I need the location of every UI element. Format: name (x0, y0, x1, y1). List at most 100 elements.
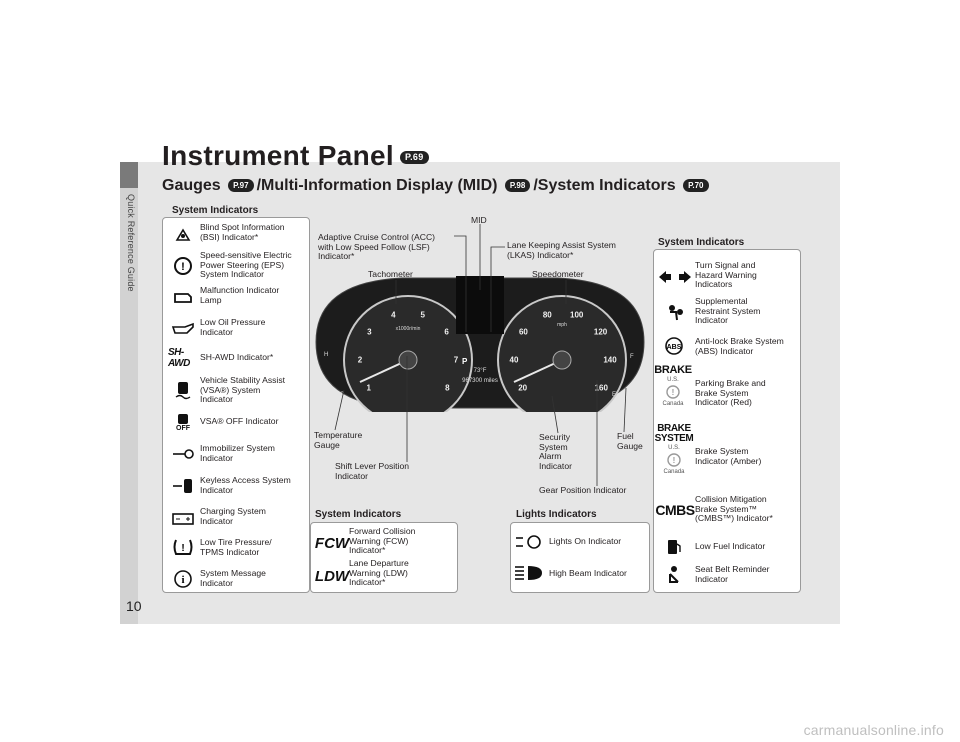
battery-icon (170, 508, 196, 528)
engine-icon (170, 287, 196, 307)
key-icon (170, 444, 196, 464)
ldw-label: Lane Departure Warning (LDW) Indicator* (349, 558, 409, 588)
cmbs-label: Collision Mitigation Brake System™ (CMBS… (695, 494, 773, 524)
speedometer-number: 40 (510, 355, 519, 364)
fuel-icon (661, 537, 687, 557)
gear-indicator: P (462, 357, 468, 366)
left-indicator-panel: Blind Spot Information (BSI) Indicator* … (162, 217, 310, 593)
parking-brake-icon: BRAKE U.S. ! Canada (654, 364, 692, 416)
seat-belt-icon (661, 565, 687, 585)
mid-callout: MID (471, 215, 487, 225)
subtitle-part2: /Multi-Information Display (MID) (256, 177, 502, 194)
abs-label: Anti-lock Brake System (ABS) Indicator (695, 336, 784, 356)
brake-system-icon: BRAKE SYSTEM U.S. ! Canada (654, 423, 694, 486)
speedometer-number: 160 (595, 384, 609, 393)
fuel-empty-label: E (612, 392, 616, 398)
fuel-gauge-callout: Fuel Gauge (617, 431, 643, 451)
oil-pressure-label: Low Oil Pressure Indicator (200, 317, 266, 337)
odometer-reading: 967300 miles (462, 378, 498, 384)
us-label: U.S. (667, 377, 679, 383)
ldw-icon: LDW (314, 567, 350, 585)
svg-text:!: ! (181, 261, 185, 273)
page-number: 10 (126, 598, 142, 614)
bsi-icon (170, 225, 196, 245)
high-beam-icon (514, 563, 544, 583)
eps-icon: ! (170, 256, 196, 276)
bottom-system-panel: FCW Forward Collision Warning (FCW) Indi… (310, 522, 458, 593)
immobilizer-label: Immobilizer System Indicator (200, 443, 275, 463)
oil-can-icon (170, 318, 196, 338)
tachometer-number: 4 (391, 310, 396, 319)
title-page-ref[interactable]: P.69 (399, 151, 429, 165)
brake-system-text: BRAKE SYSTEM (654, 423, 694, 444)
cmbs-icon: CMBS (655, 502, 695, 518)
high-beam-label: High Beam Indicator (549, 568, 627, 578)
sh-awd-icon: SH-AWD (168, 347, 190, 369)
acc-callout: Adaptive Cruise Control (ACC) with Low S… (318, 232, 436, 262)
srs-icon (661, 303, 687, 323)
tachometer-number: 1 (366, 384, 371, 393)
tachometer-number: 5 (420, 310, 425, 319)
tachometer-number: 2 (358, 355, 363, 364)
temp-cold-label: C (340, 392, 345, 398)
mid-page-ref[interactable]: P.98 (504, 179, 531, 193)
subtitle-part1: Gauges (162, 177, 226, 194)
gauges-page-ref[interactable]: P.97 (228, 179, 254, 193)
sh-awd-label: SH-AWD Indicator* (200, 352, 274, 362)
section-side-label: Quick Reference Guide (126, 194, 136, 292)
keyless-label: Keyless Access System Indicator (200, 475, 291, 495)
canada-label: Canada (662, 401, 684, 407)
tpms-label: Low Tire Pressure/ TPMS Indicator (200, 537, 272, 557)
tach-unit: x1000r/min (396, 326, 421, 332)
engine-label: Malfunction Indicator Lamp (200, 285, 280, 305)
svg-text:i: i (181, 574, 184, 586)
seat-belt-label: Seat Belt Reminder Indicator (695, 564, 770, 584)
speed-unit: mph (557, 322, 567, 328)
abs-icon: ABS (661, 336, 687, 356)
canada-label-2: Canada (663, 469, 685, 475)
tachometer-number: 6 (444, 328, 449, 337)
lights-on-label: Lights On Indicator (549, 536, 622, 546)
svg-text:ABS: ABS (667, 344, 682, 351)
left-panel-heading: System Indicators (172, 205, 259, 216)
speedometer-number: 60 (519, 328, 528, 337)
speedometer-number: 20 (518, 384, 527, 393)
watermark: carmanualsonline.info (803, 722, 944, 738)
fcw-label: Forward Collision Warning (FCW) Indicato… (349, 526, 416, 556)
turn-signal-icon (658, 267, 692, 287)
keyless-icon (170, 476, 196, 496)
tachometer-number: 3 (367, 328, 372, 337)
vsa-off-label: VSA® OFF Indicator (200, 416, 279, 426)
speedometer-callout: Speedometer (532, 269, 584, 279)
side-tab-marker (120, 162, 138, 188)
fcw-icon: FCW (314, 534, 350, 552)
page-subtitle: Gauges P.97/Multi-Information Display (M… (162, 177, 712, 195)
system-message-label: System Message Indicator (200, 568, 266, 588)
bottom-system-heading: System Indicators (315, 509, 402, 520)
parking-brake-label: Parking Brake and Brake System Indicator… (695, 378, 766, 408)
low-fuel-label: Low Fuel Indicator (695, 541, 766, 551)
mid-display (456, 276, 504, 334)
temp-hot-label: H (324, 352, 328, 358)
right-panel-heading: System Indicators (658, 237, 745, 248)
lights-on-icon (514, 532, 544, 552)
right-indicator-panel: Turn Signal and Hazard Warning Indicator… (653, 249, 801, 593)
lights-panel: Lights On Indicator High Beam Indicator (510, 522, 650, 593)
lights-heading: Lights Indicators (516, 509, 597, 520)
vsa-off-icon: OFF (170, 411, 196, 435)
tire-icon: ! (170, 537, 196, 557)
vsa-label: Vehicle Stability Assist (VSA®) System I… (200, 375, 286, 405)
bsi-label: Blind Spot Information (BSI) Indicator* (200, 222, 285, 242)
charging-label: Charging System Indicator (200, 506, 266, 526)
svg-text:!: ! (181, 543, 184, 554)
speedometer-number: 140 (603, 355, 617, 364)
indicators-page-ref[interactable]: P.70 (683, 179, 709, 193)
srs-label: Supplemental Restraint System Indicator (695, 296, 761, 326)
shift-lever-callout: Shift Lever Position Indicator (335, 461, 410, 481)
tachometer-number: 7 (454, 355, 459, 364)
side-strip (120, 162, 138, 624)
brake-system-label: Brake System Indicator (Amber) (695, 446, 762, 466)
